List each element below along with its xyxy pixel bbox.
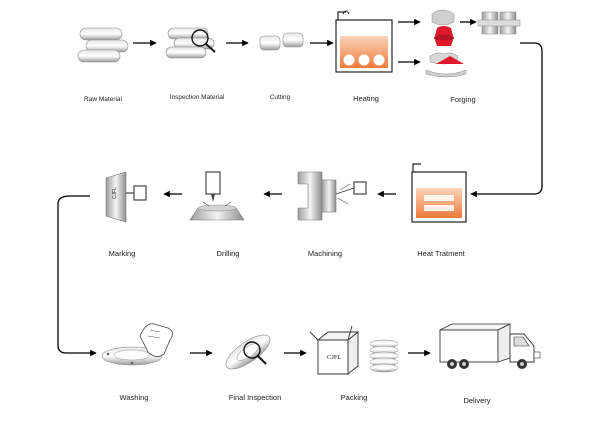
cutting-icon xyxy=(259,32,304,51)
drilling-icon xyxy=(189,171,245,221)
step-label-packing: Packing xyxy=(340,393,368,402)
forged-blank-icon xyxy=(477,11,521,35)
step-label-final-inspection: Final Inspection xyxy=(228,393,282,402)
connector-row1-row2 xyxy=(470,42,543,198)
step-label-heating: Heating xyxy=(353,94,379,103)
raw-material-icon xyxy=(77,27,129,63)
packing-icon xyxy=(309,325,399,375)
step-label-marking: Marking xyxy=(108,249,136,258)
heating-furnace-icon xyxy=(335,10,393,73)
step-label-washing: Washing xyxy=(119,393,149,402)
step-label-forging: Forging xyxy=(450,95,476,104)
final-inspection-icon xyxy=(225,334,271,370)
step-label-delivery: Delivery xyxy=(463,396,491,405)
step-label-cutting: Cutting xyxy=(269,94,291,101)
step-label-heat-treatment: Heat Tratment xyxy=(417,249,465,258)
washing-icon xyxy=(101,323,173,366)
delivery-truck-icon xyxy=(439,323,541,369)
step-label-drilling: Drilling xyxy=(216,249,240,258)
machining-icon xyxy=(297,171,367,221)
box-stamp-text: CJFL xyxy=(327,354,341,361)
connector-row2-row3 xyxy=(57,195,97,357)
step-label-inspection-material: Inspection Material xyxy=(169,94,225,101)
step-label-machining: Machining xyxy=(307,249,343,258)
inspection-material-icon xyxy=(165,27,216,59)
marking-icon xyxy=(105,171,147,223)
heat-treatment-furnace-icon xyxy=(411,163,467,223)
step-label-raw-material: Raw Material xyxy=(84,96,122,103)
forging-die-icon xyxy=(425,9,467,78)
marking-stamp-text: CJFL xyxy=(112,187,118,199)
